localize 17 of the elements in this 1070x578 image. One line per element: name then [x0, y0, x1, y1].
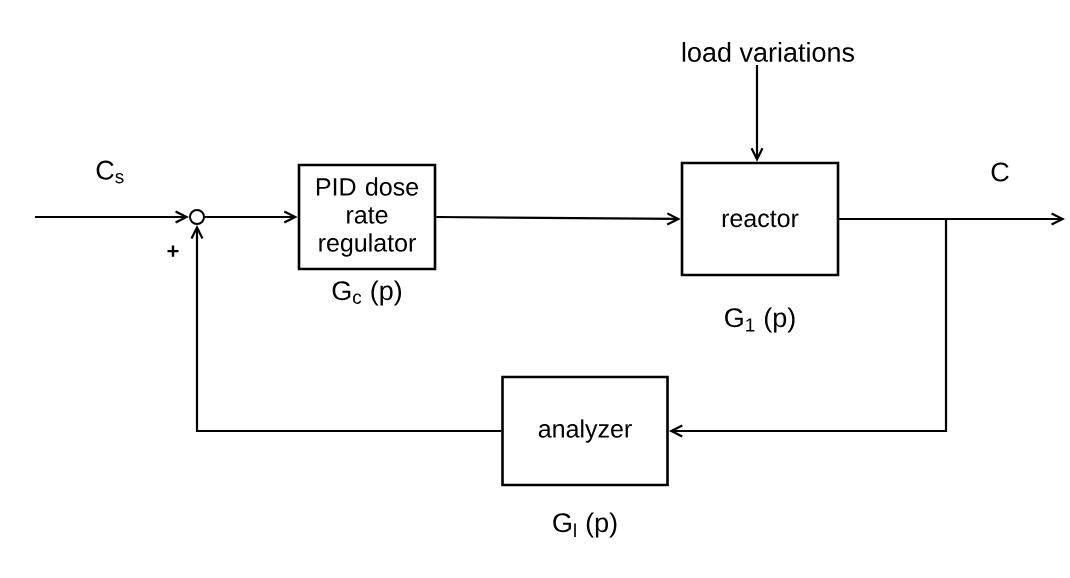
- sign-label: +: [167, 245, 179, 257]
- transfer-function: G$_{1}$ (p): [725, 307, 795, 333]
- arrow: [436, 212, 681, 226]
- arrow: [190, 225, 502, 433]
- block-box: analyzer: [501, 375, 669, 487]
- edge-label: C$_{s}$: [96, 160, 124, 184]
- edge-label: C: [991, 162, 1009, 182]
- block-box: PID dose rate regulator: [297, 163, 437, 271]
- arrow: [750, 65, 764, 162]
- arrow: [668, 217, 948, 438]
- transfer-function: G$_{l}$ (p): [553, 512, 617, 538]
- block-box: reactor: [680, 161, 840, 277]
- transfer-function: G$_{c}$ (p): [332, 280, 402, 306]
- input-label: load variations: [682, 42, 855, 62]
- arrow: [205, 210, 298, 224]
- arrow: [35, 210, 189, 224]
- summing-junction: [189, 209, 205, 225]
